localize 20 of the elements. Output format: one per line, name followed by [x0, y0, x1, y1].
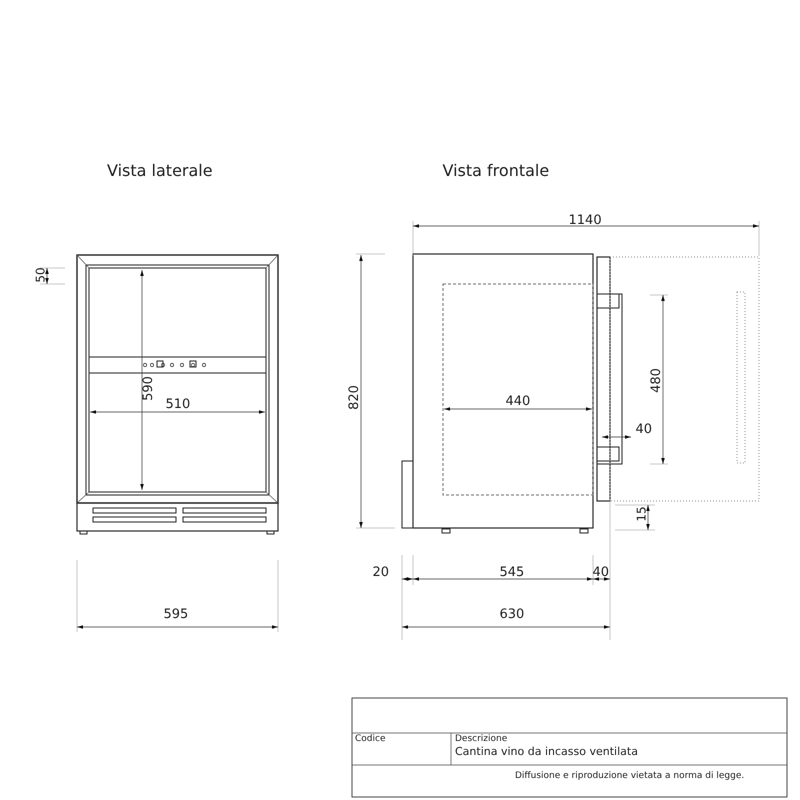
- dimension-label: 595: [164, 608, 188, 620]
- dimension-label: 1140: [568, 214, 602, 226]
- dimension-label: 50: [34, 267, 46, 283]
- description-text: Cantina vino da incasso ventilata: [455, 746, 638, 756]
- view-title: Vista laterale: [107, 163, 213, 179]
- notice-text: Diffusione e riproduzione vietata a norma di legge.: [515, 772, 744, 780]
- dimension-label: 20: [372, 566, 390, 578]
- dimension-label: 510: [166, 398, 190, 410]
- dimension-label: 820: [347, 384, 360, 410]
- dimension-label: 590: [141, 376, 154, 400]
- dimension-label: 630: [500, 608, 524, 620]
- field-label: Codice: [355, 734, 386, 744]
- dimension-label: 480: [649, 368, 662, 392]
- view-title: Vista frontale: [442, 163, 550, 179]
- dimension-label: 545: [500, 566, 524, 578]
- dimension-label: 15: [635, 506, 648, 522]
- field-label: Descrizione: [455, 734, 508, 744]
- dimension-label: 40: [636, 422, 652, 436]
- dimension-label: 440: [506, 394, 530, 408]
- dimension-label: 40: [592, 566, 610, 578]
